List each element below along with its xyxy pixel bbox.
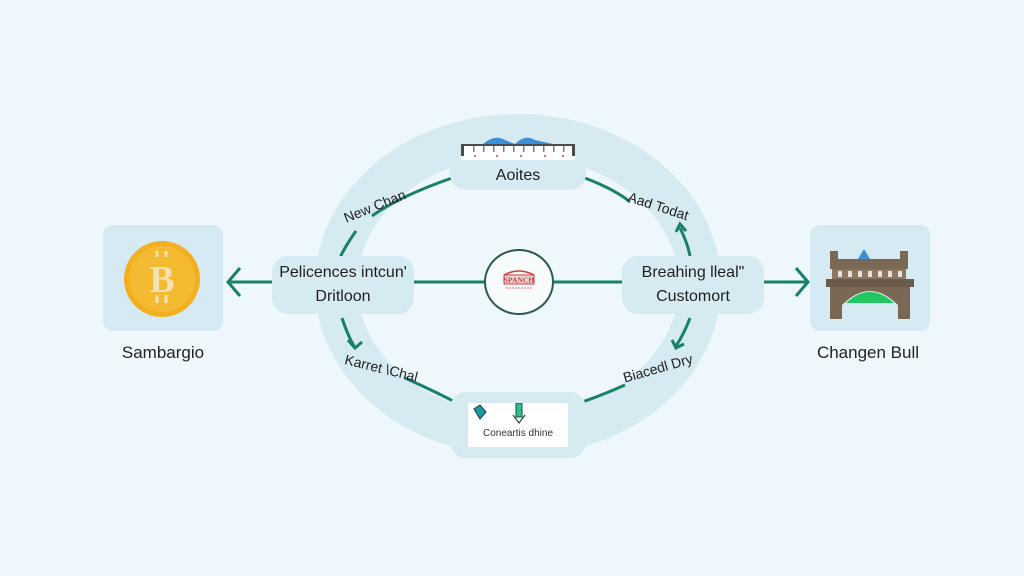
arrowhead-bottom-right (670, 339, 685, 351)
arrowhead-top-right (674, 221, 688, 233)
center-logo-text: SPANCH (504, 276, 534, 285)
down-arrow-icon (515, 402, 523, 418)
node-left-line2: Dritloon (315, 288, 371, 305)
arc-top-right-lower (678, 227, 692, 257)
bridge-castle-icon (826, 249, 914, 319)
node-bottom-card (468, 402, 568, 447)
node-left-line1: Pelicences intcun' (279, 264, 407, 281)
arc-top-right (584, 176, 631, 204)
svg-text:B: B (149, 259, 174, 301)
node-right-line1: Breahing lleal" (641, 264, 745, 281)
left-entity-label: Sambargio (121, 343, 205, 362)
center-logo[interactable]: SPANCH (484, 249, 554, 315)
node-right[interactable]: Breahing lleal" Customort (622, 256, 764, 314)
center-logo-icon: SPANCH (503, 270, 535, 289)
arc-bottom-right (581, 383, 626, 404)
bitcoin-coin-icon: B (124, 241, 200, 317)
node-right-line2: Customort (656, 288, 730, 305)
arrowhead-bottom-left (346, 339, 363, 351)
right-entity-tile[interactable] (810, 225, 930, 331)
arc-bottom-right-upper (674, 317, 692, 347)
teal-tag-icon (473, 404, 487, 420)
arc-top-left (371, 176, 453, 218)
arrowhead-left-entity (226, 267, 242, 297)
bottom-icons (473, 402, 526, 424)
right-entity-label: Changen Bull (816, 343, 920, 362)
node-left[interactable]: Pelicences intcun' Dritloon (272, 256, 414, 314)
node-top[interactable]: Aoites (450, 124, 586, 190)
node-top-label: Aoites (495, 167, 541, 184)
node-bottom-label: Coneartis dhine (482, 428, 554, 439)
left-entity-tile[interactable]: B (103, 225, 223, 331)
bridge-banner-icon (461, 137, 575, 160)
arrowhead-right-entity (794, 267, 810, 297)
